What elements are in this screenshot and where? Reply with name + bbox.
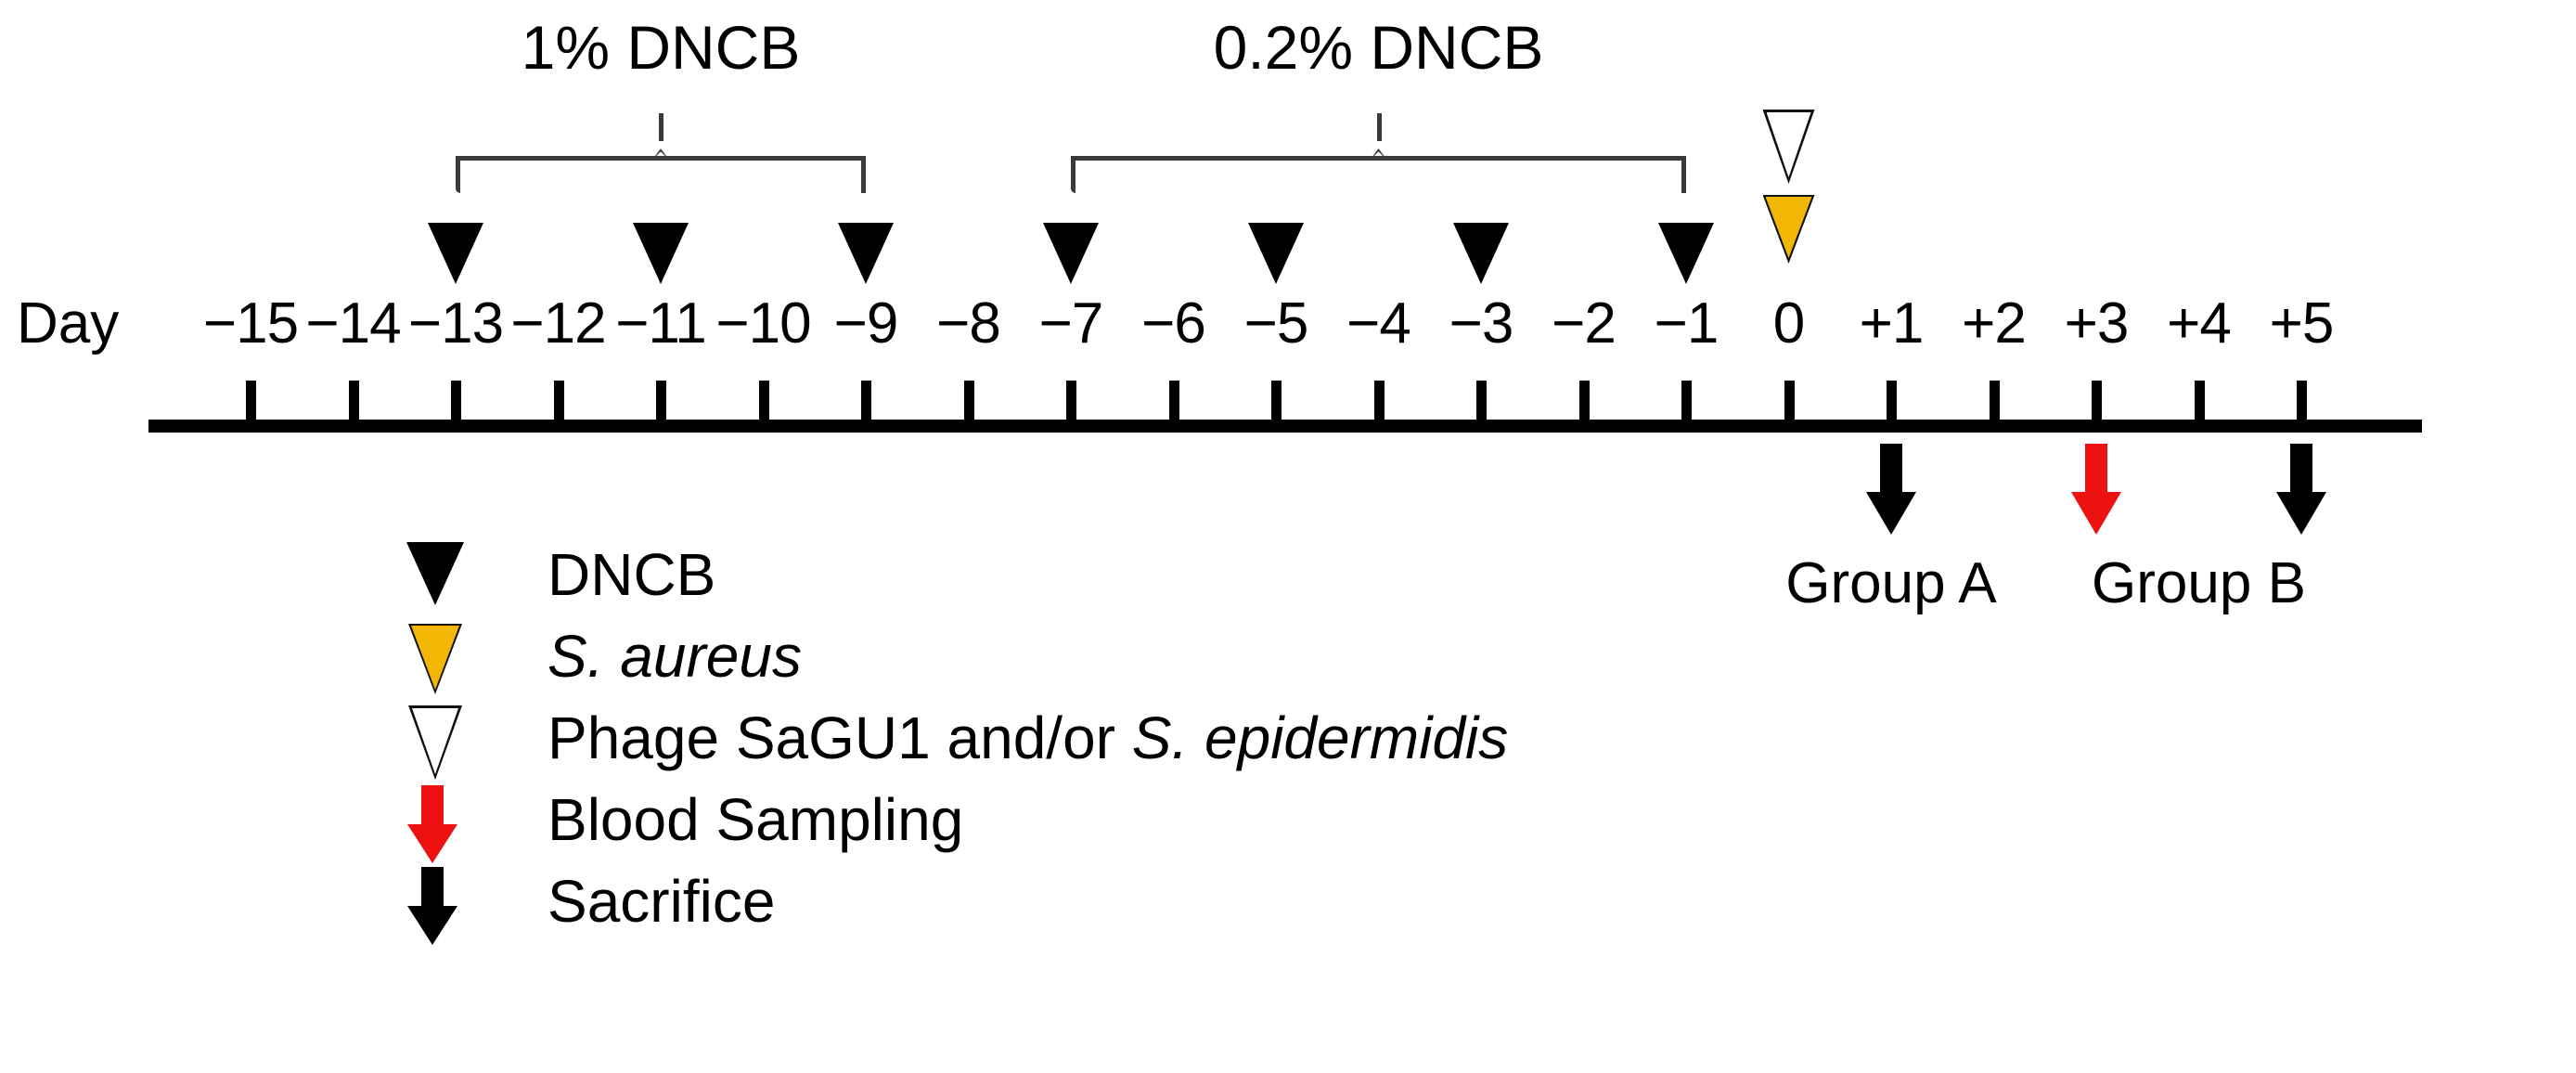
axis-tick: [246, 381, 256, 420]
bracket-bar: [1071, 156, 1686, 161]
legend-label-plain: Blood Sampling: [547, 786, 964, 853]
arrow-shaft: [2290, 444, 2312, 498]
phage-triangle-icon: [399, 702, 483, 780]
axis-tick: [1989, 381, 2000, 420]
dncb-triangle-icon: [1658, 223, 1714, 284]
blood-sampling-arrow-icon: [399, 783, 483, 863]
axis-tick-label: +1: [1859, 291, 1925, 356]
dose-bracket: [1071, 113, 1686, 193]
axis-tick: [553, 381, 564, 420]
axis-tick: [656, 381, 666, 420]
axis-tick: [1887, 381, 1897, 420]
axis-tick: [758, 381, 769, 420]
axis-tick: [963, 381, 974, 420]
axis-tick-label: +2: [1962, 291, 2027, 356]
axis-tick-label: +5: [2269, 291, 2335, 356]
arrow-head: [2276, 492, 2326, 535]
axis-tick-label: −12: [510, 291, 606, 356]
axis-tick-label: +4: [2167, 291, 2232, 356]
dncb-triangle-icon: [1453, 223, 1509, 284]
axis-tick: [2092, 381, 2102, 420]
sacrifice-arrow-icon: [399, 865, 483, 945]
dncb-triangle-icon: [428, 223, 483, 284]
axis-tick-label: −6: [1141, 291, 1206, 356]
axis-tick: [1784, 381, 1795, 420]
timeline-axis: [148, 420, 2422, 433]
axis-tick-label: −9: [833, 291, 899, 356]
s-aureus-triangle-icon: [1762, 195, 1815, 264]
axis-tick: [2194, 381, 2205, 420]
axis-tick-label: −2: [1552, 291, 1616, 356]
axis-tick: [1681, 381, 1692, 420]
arrow-head: [2071, 492, 2121, 535]
axis-tick: [1476, 381, 1487, 420]
axis-tick-label: −7: [1038, 291, 1104, 356]
axis-tick: [1271, 381, 1282, 420]
axis-tick: [348, 381, 359, 420]
bracket-left-end: [1071, 156, 1075, 193]
dncb-triangle-icon: [838, 223, 894, 284]
arrow-shaft: [1880, 444, 1902, 498]
s-aureus-triangle-icon: [399, 620, 483, 698]
legend-label-plain: DNCB: [547, 541, 716, 608]
s-aureus-triangle-fill: [1765, 197, 1812, 258]
phage-triangle-icon: [1762, 110, 1815, 184]
axis-tick-label: −11: [615, 291, 707, 356]
axis-tick: [861, 381, 871, 420]
axis-tick-label: −4: [1346, 291, 1411, 356]
axis-tick-label: −8: [936, 291, 1001, 356]
dncb-triangle-icon: [399, 538, 483, 616]
axis-tick-label: −5: [1243, 291, 1309, 356]
axis-tick: [1066, 381, 1076, 420]
legend-label-plain: Phage SaGU1 and/or: [547, 705, 1132, 771]
axis-tick-label: −3: [1449, 291, 1514, 356]
bracket-left-end: [456, 156, 460, 193]
axis-tick: [451, 381, 461, 420]
arrow-shaft: [2085, 444, 2107, 498]
dncb-triangle-icon: [1043, 223, 1099, 284]
legend-label-species: S. aureus: [547, 623, 802, 690]
axis-tick-label: −15: [202, 291, 299, 356]
bracket-right-end: [1681, 156, 1686, 193]
legend-label: Blood Sampling: [547, 787, 963, 852]
phage-triangle-fill: [1766, 112, 1811, 177]
legend-label: Sacrifice: [547, 869, 775, 934]
dncb-triangle-icon: [633, 223, 689, 284]
axis-tick-label: −10: [715, 291, 811, 356]
group-label: Group A: [1785, 551, 1997, 615]
bracket-bar: [456, 156, 866, 161]
axis-tick-label: −13: [407, 291, 504, 356]
sacrifice-arrow-icon: [2276, 444, 2326, 535]
arrow-head: [1866, 492, 1916, 535]
bracket-label: 0.2% DNCB: [1213, 13, 1544, 82]
bracket-stem: [1376, 113, 1382, 141]
axis-tick-label: −1: [1654, 291, 1719, 356]
legend-label: S. aureus: [547, 624, 802, 689]
legend-label: Phage SaGU1 and/or S. epidermidis: [547, 705, 1508, 770]
axis-tick: [1373, 381, 1385, 420]
axis-tick: [1168, 381, 1179, 420]
axis-tick: [1578, 381, 1590, 420]
group-label: Group B: [2092, 551, 2306, 615]
axis-day-label: Day: [17, 291, 120, 356]
axis-tick-label: 0: [1772, 291, 1805, 356]
legend-label-plain: Sacrifice: [547, 868, 776, 935]
blood-sampling-arrow-icon: [2071, 444, 2121, 535]
axis-tick: [2297, 381, 2307, 420]
dncb-triangle-icon: [1248, 223, 1304, 284]
axis-tick-label: −14: [305, 291, 401, 356]
legend-label-species: S. epidermidis: [1131, 705, 1509, 771]
bracket-right-end: [861, 156, 866, 193]
bracket-label: 1% DNCB: [521, 13, 801, 82]
bracket-stem: [659, 113, 663, 141]
dose-bracket: [456, 113, 866, 193]
axis-tick-label: +3: [2064, 291, 2130, 356]
legend-label: DNCB: [547, 542, 715, 607]
sacrifice-arrow-icon: [1866, 444, 1916, 535]
